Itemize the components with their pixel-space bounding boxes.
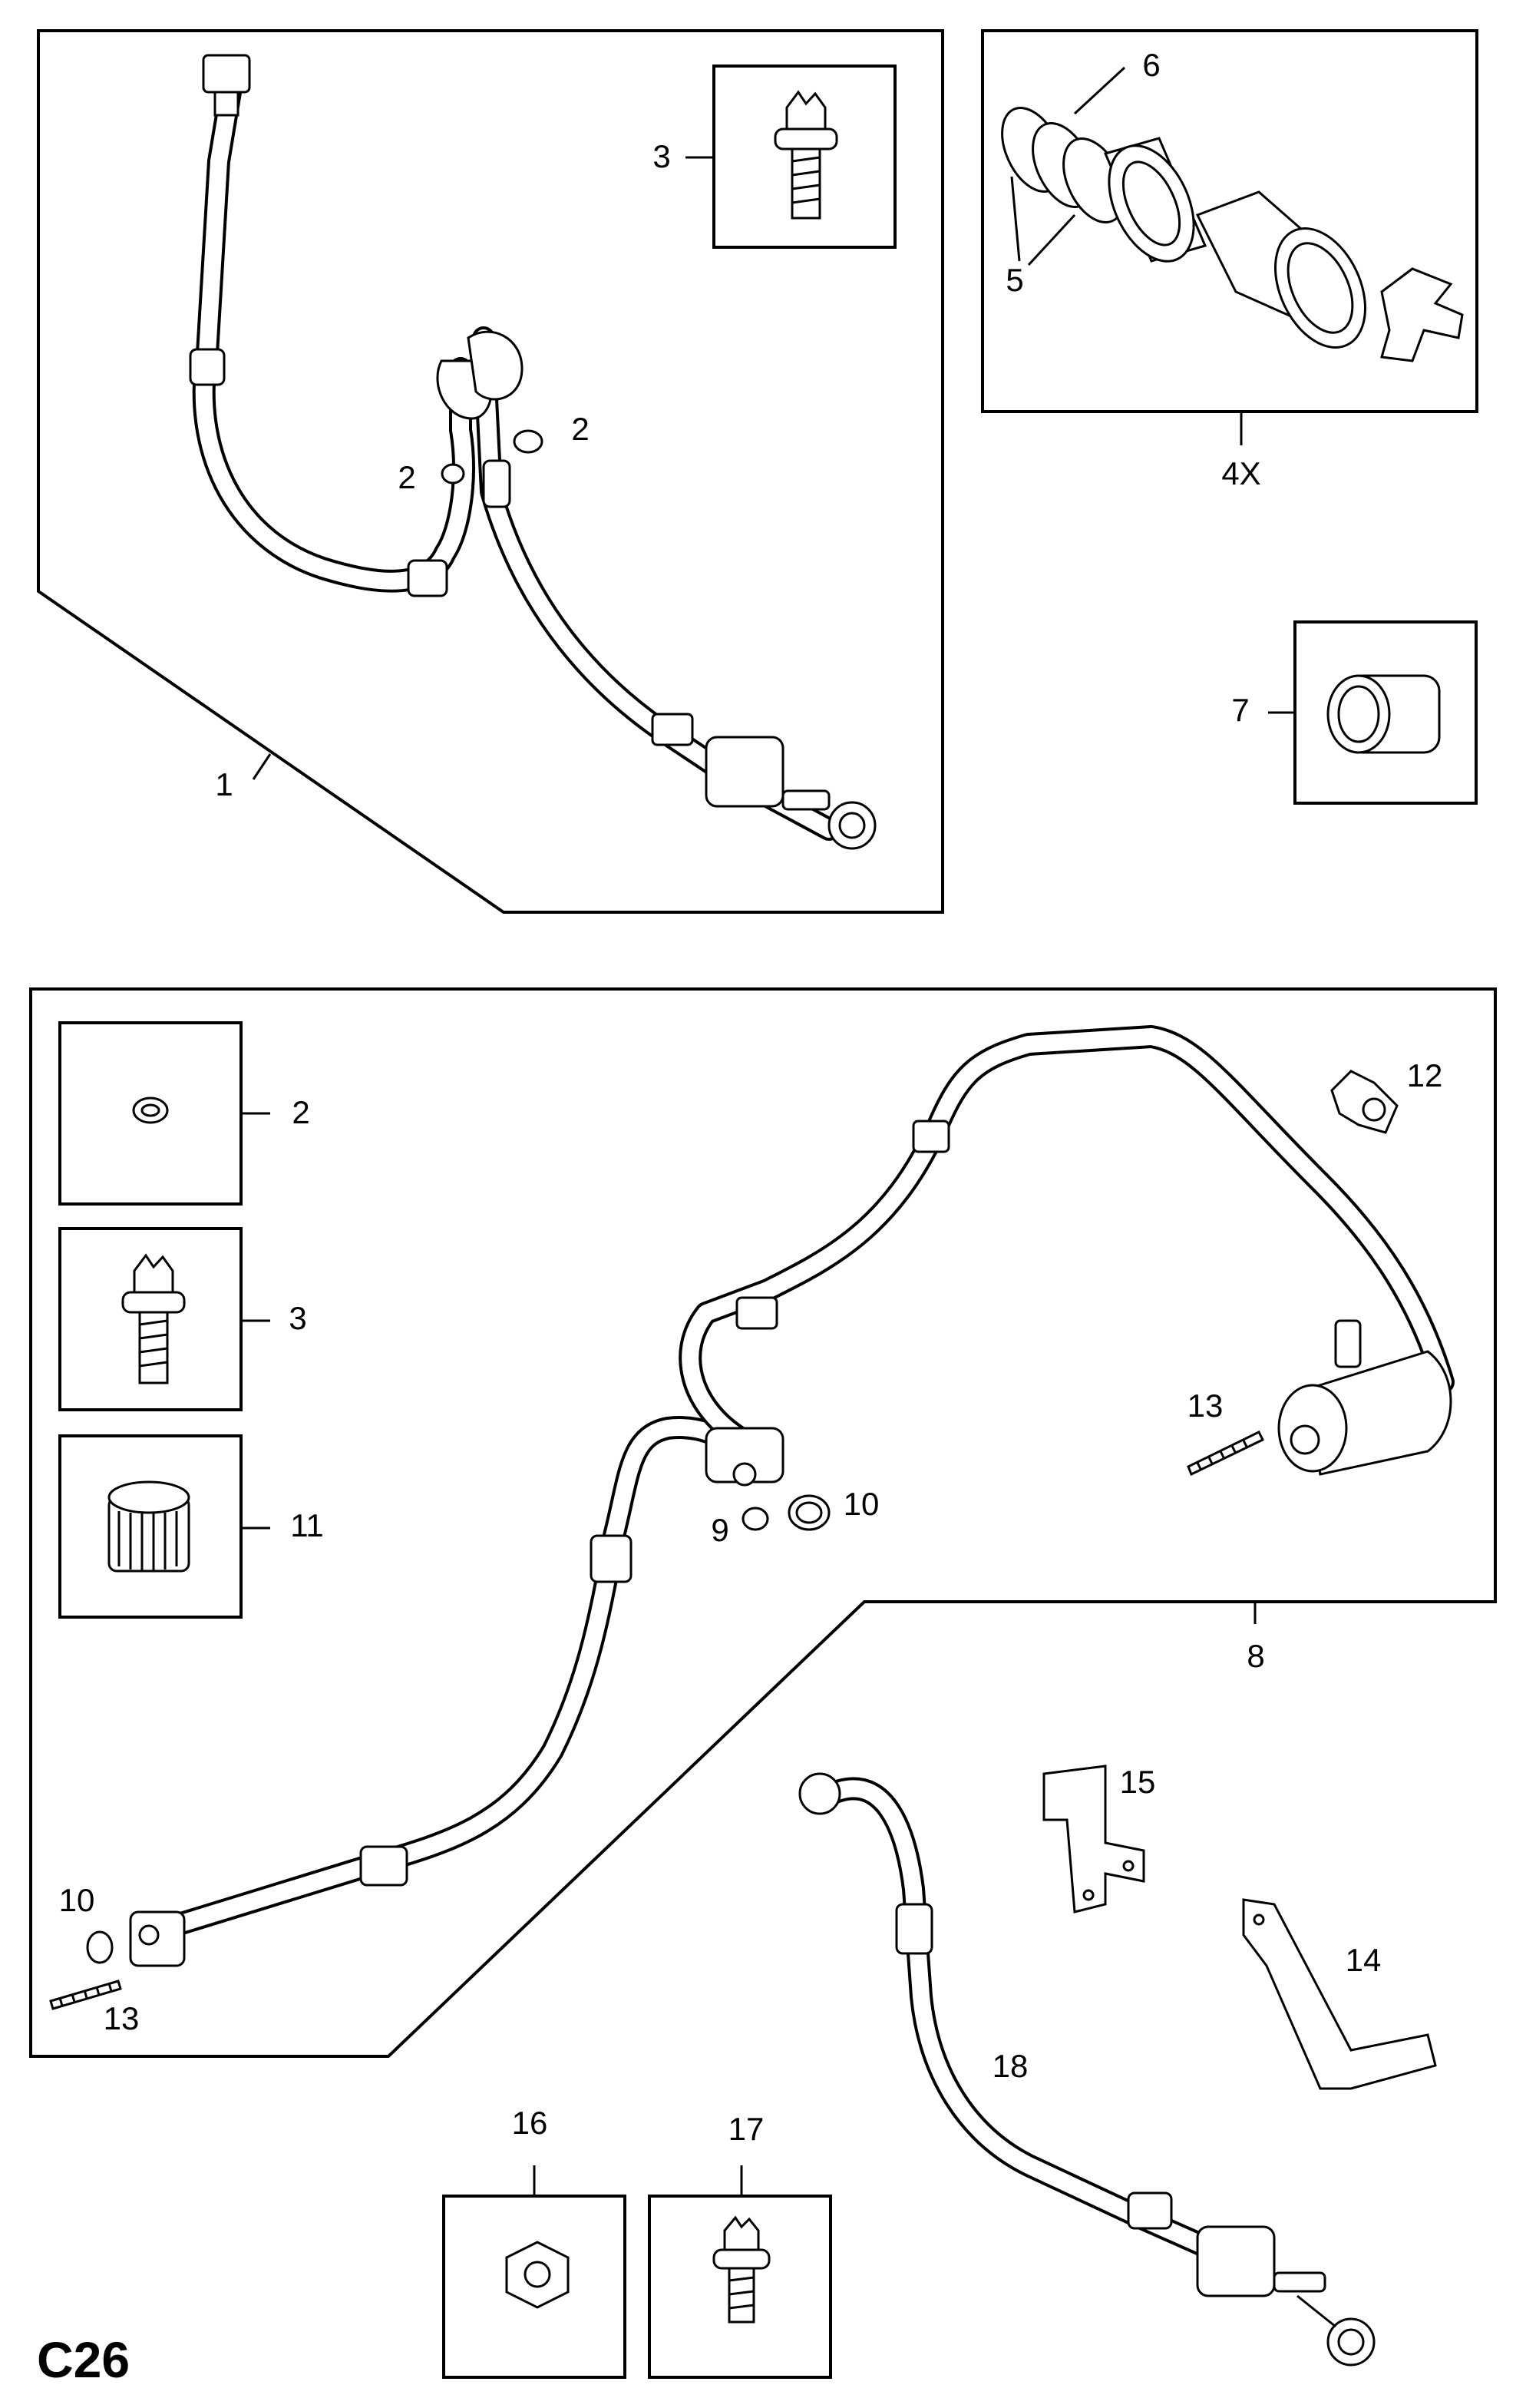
callout-3b: 3 xyxy=(289,1300,306,1336)
inset-part-11 xyxy=(58,1434,243,1619)
callout-16: 16 xyxy=(512,2105,548,2141)
nut-icon xyxy=(505,2241,570,2309)
panel-hose-assembly-8 xyxy=(29,987,1497,2058)
o-ring-part-9 xyxy=(742,1507,769,1531)
callout-2a: 2 xyxy=(571,411,589,447)
leader-1 xyxy=(252,753,272,780)
callout-11: 11 xyxy=(290,1507,324,1543)
callout-6: 6 xyxy=(1142,47,1160,83)
callout-3a: 3 xyxy=(652,138,670,174)
callout-5: 5 xyxy=(1006,262,1023,298)
callout-2c: 2 xyxy=(292,1094,309,1130)
cap-icon xyxy=(107,1480,190,1573)
callout-17: 17 xyxy=(728,2111,765,2147)
callout-1: 1 xyxy=(215,766,233,802)
hose-assembly-8 xyxy=(129,1025,1455,1967)
o-ring-part-10 xyxy=(788,1494,831,1531)
inset-part-17 xyxy=(648,2195,832,2379)
callout-13a: 13 xyxy=(1187,1388,1224,1424)
o-ring-part-10-b xyxy=(86,1930,114,1964)
bolt-icon xyxy=(774,90,838,220)
callout-14: 14 xyxy=(1346,1942,1382,1978)
callout-18: 18 xyxy=(993,2048,1029,2084)
bracket-part-15 xyxy=(1042,1765,1145,1914)
bolt-icon-3 xyxy=(712,2215,771,2324)
callout-2b: 2 xyxy=(398,459,415,495)
sleeve-icon xyxy=(1326,674,1441,754)
callout-7: 7 xyxy=(1231,692,1249,728)
callout-10b: 10 xyxy=(59,1882,95,1918)
hose-part-18 xyxy=(798,1772,1376,2367)
callout-10a: 10 xyxy=(844,1486,880,1522)
clip-part-12 xyxy=(1330,1070,1399,1134)
seal-kit xyxy=(1001,107,1464,362)
inset-part-3 xyxy=(58,1227,243,1411)
callout-9: 9 xyxy=(711,1512,728,1548)
bracket-part-14 xyxy=(1242,1898,1437,2090)
bolt-icon-2 xyxy=(121,1253,186,1384)
callout-8: 8 xyxy=(1247,1638,1264,1674)
callout-4x: 4X xyxy=(1221,455,1260,491)
callout-13b: 13 xyxy=(104,2000,140,2036)
diagram-code: C26 xyxy=(37,2331,130,2388)
hose-assembly-1 xyxy=(189,54,877,850)
callout-12: 12 xyxy=(1407,1057,1443,1093)
callout-15: 15 xyxy=(1120,1764,1156,1800)
panel-hose-assembly-1 xyxy=(37,29,944,914)
panel-4x xyxy=(981,29,1478,413)
